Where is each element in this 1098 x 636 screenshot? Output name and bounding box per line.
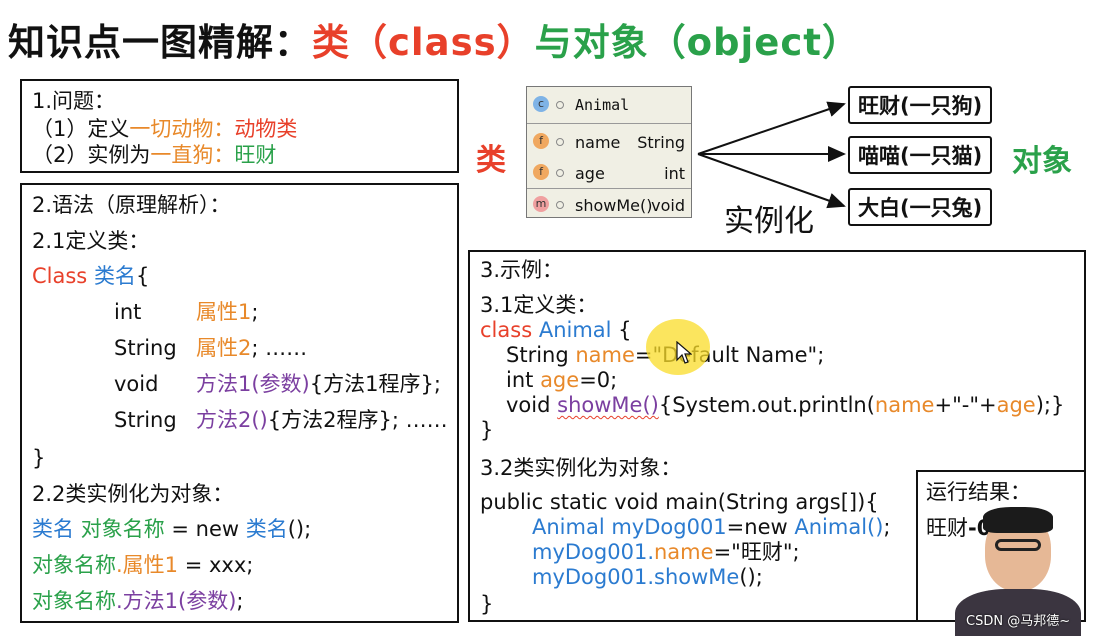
instantiate-label: 实例化	[724, 204, 814, 239]
code-line-close: }	[480, 418, 494, 442]
arrow-to-object-1	[697, 101, 846, 155]
syntax-brace-close: }	[32, 446, 46, 470]
arrow-to-object-3	[697, 153, 846, 209]
problem-box: 1.问题： （1）定义一切动物：动物类 （2）实例为一直狗：旺财	[20, 79, 459, 173]
mouse-pointer-icon	[676, 341, 692, 364]
uml-class-name: Animal	[575, 96, 630, 114]
object-label: 对象	[1012, 144, 1072, 179]
presenter-video	[955, 505, 1081, 636]
problem-line-1: （1）定义一切动物：动物类	[32, 117, 298, 141]
uml-header: c Animal	[527, 93, 691, 119]
visibility-dot-icon	[556, 138, 564, 146]
problem-heading: 1.问题：	[32, 89, 116, 113]
code-line-age: int age=0;	[506, 368, 618, 392]
syntax-sub1: 2.1定义类：	[32, 229, 150, 253]
code-line-main-close: }	[480, 592, 494, 616]
syntax-class-line: Class 类名{	[32, 264, 150, 288]
uml-divider	[527, 123, 691, 124]
problem-line-2: （2）实例为一直狗：旺财	[32, 143, 277, 167]
syntax-sub2: 2.2类实例化为对象：	[32, 482, 234, 506]
class-label: 类	[476, 143, 506, 178]
object-dabai: 大白(一只兔)	[848, 188, 993, 226]
visibility-dot-icon	[556, 201, 564, 209]
example-sub2: 3.2类实例化为对象：	[480, 456, 682, 480]
code-line-assign: myDog001.name="旺财";	[532, 540, 800, 564]
code-line-call: myDog001.showMe();	[532, 565, 763, 589]
field-icon: f	[533, 133, 549, 149]
code-line-main: public static void main(String args[]){	[480, 490, 879, 514]
page-title: 知识点一图精解：类（class）与对象（object）	[8, 21, 860, 64]
syntax-inst-2: 对象名称.属性1 = xxx;	[32, 553, 254, 577]
watermark: CSDN @马邦德~	[966, 614, 1071, 629]
uml-divider	[527, 188, 691, 189]
example-box: 3.示例： 3.1定义类： class Animal { String name…	[468, 250, 1086, 622]
example-heading: 3.示例：	[480, 258, 564, 282]
instantiation-arrows	[697, 101, 846, 209]
visibility-dot-icon	[556, 169, 564, 177]
field-icon: f	[533, 164, 549, 180]
uml-class-box: c Animal f name String f age int m showM…	[526, 86, 692, 218]
presenter-hair	[983, 507, 1053, 533]
method-icon: m	[533, 196, 549, 212]
syntax-inst-3: 对象名称.方法1(参数);	[32, 589, 244, 613]
syntax-heading: 2.语法（原理解析）：	[32, 193, 231, 217]
presenter-shirt	[955, 589, 1081, 636]
object-miaomiao: 喵喵(一只猫)	[848, 136, 993, 174]
presenter-glasses	[995, 539, 1041, 551]
object-wangcai: 旺财(一只狗)	[848, 86, 993, 124]
example-sub1: 3.1定义类：	[480, 293, 598, 317]
code-line-showme: void showMe(){System.out.println(name+"-…	[506, 393, 1065, 417]
visibility-dot-icon	[556, 101, 564, 109]
code-line-new: Animal myDog001=new Animal();	[532, 515, 891, 539]
syntax-inst-1: 类名 对象名称 = new 类名();	[32, 517, 312, 541]
result-heading: 运行结果：	[926, 480, 1031, 504]
class-icon: c	[533, 96, 549, 112]
code-line-class: class Animal {	[480, 318, 632, 342]
